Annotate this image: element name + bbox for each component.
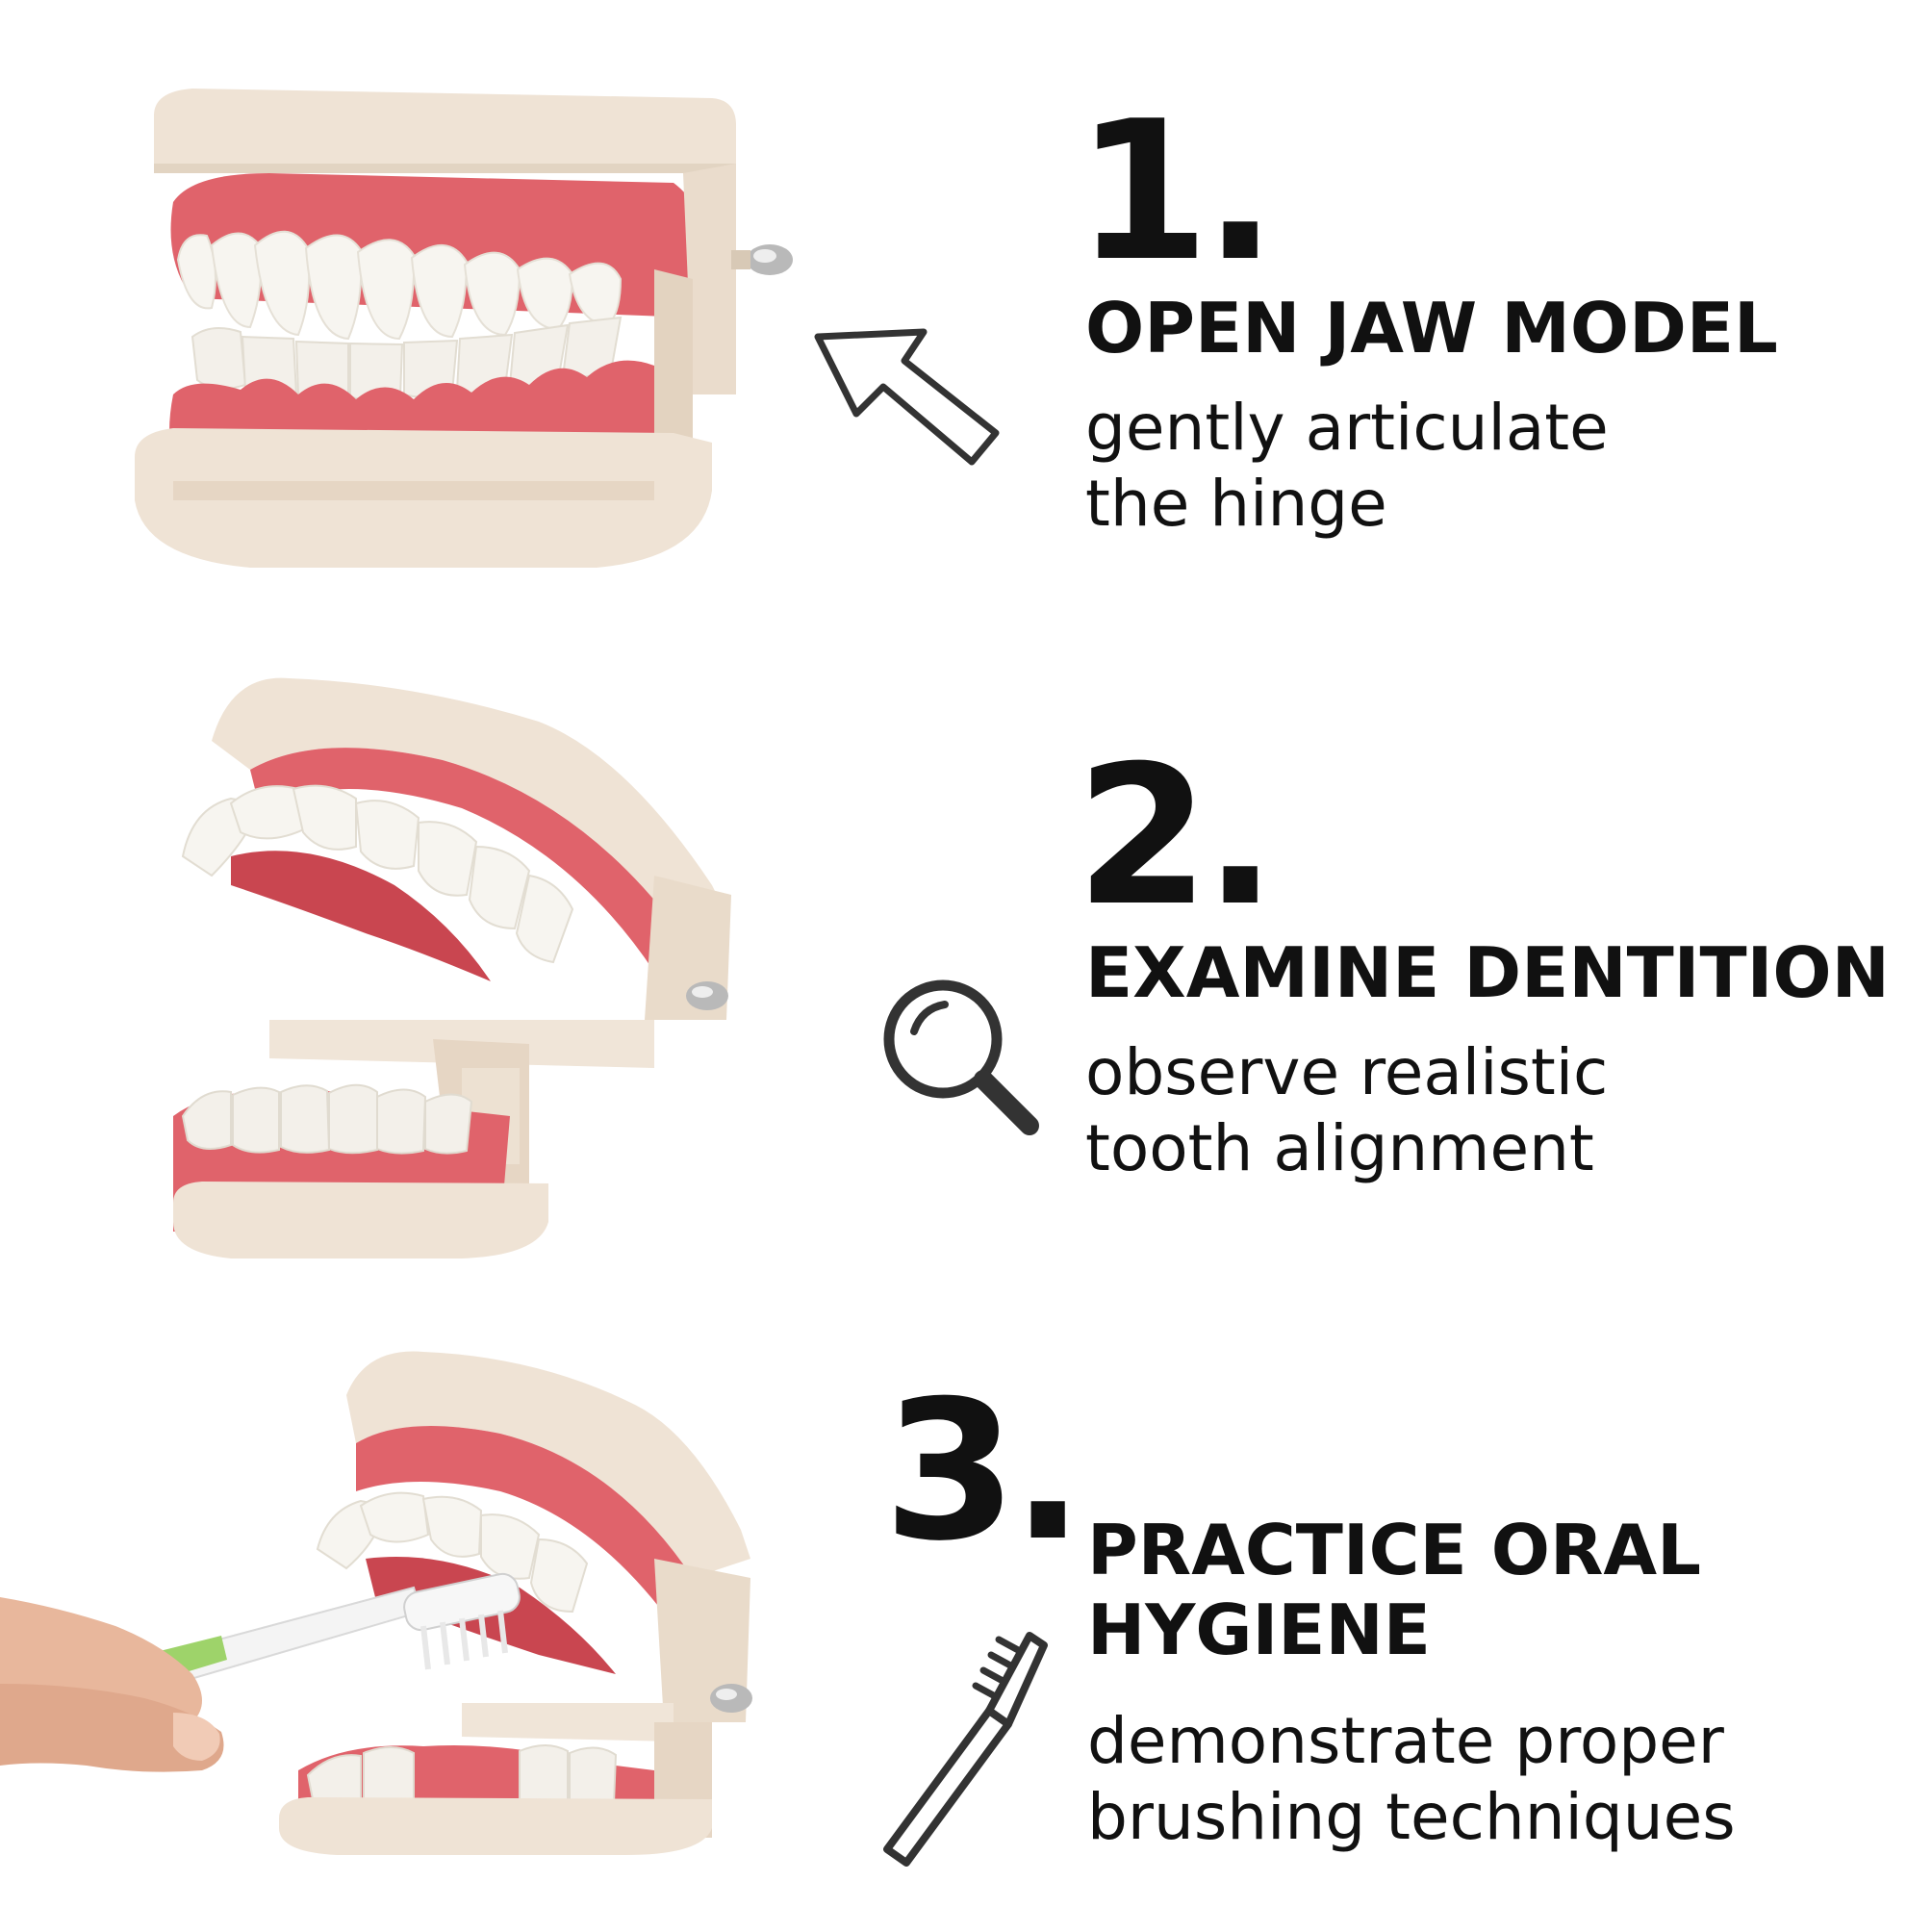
step-3-title-line: PRACTICE ORAL	[1087, 1510, 1702, 1590]
step-3-subtitle: demonstrate proper brushing techniques	[1087, 1703, 1736, 1855]
step-1-title: OPEN JAW MODEL	[1085, 289, 1778, 369]
open-jaw-model-image	[173, 677, 731, 1258]
step-3-subtitle-line: demonstrate proper	[1087, 1704, 1724, 1778]
step-2-subtitle: observe realistic tooth alignment	[1085, 1034, 1608, 1186]
step-3-subtitle-line: brushing techniques	[1087, 1780, 1736, 1855]
toothbrush-demo-image	[0, 1351, 752, 1855]
arrow-up-left-icon	[814, 328, 1000, 466]
toothbrush-icon	[883, 1632, 1048, 1867]
closed-jaw-model-image	[135, 89, 793, 568]
step-2-title-line: EXAMINE DENTITION	[1085, 932, 1890, 1013]
step-1-title-line: OPEN JAW MODEL	[1085, 288, 1778, 369]
step-3-number: 3.	[883, 1360, 1084, 1584]
step-3-title-line: HYGIENE	[1087, 1589, 1431, 1670]
step-1-subtitle: gently articulate the hinge	[1085, 390, 1609, 542]
step-3-title: PRACTICE ORAL HYGIENE	[1087, 1511, 1701, 1670]
step-2-title: EXAMINE DENTITION	[1085, 933, 1890, 1013]
step-1-number: 1.	[1076, 80, 1277, 304]
step-1-subtitle-line: the hinge	[1085, 467, 1387, 542]
step-2-subtitle-line: observe realistic	[1085, 1035, 1609, 1109]
magnifier-icon	[883, 979, 1039, 1135]
step-2-subtitle-line: tooth alignment	[1085, 1111, 1594, 1186]
step-2-number: 2.	[1076, 724, 1277, 949]
step-1-subtitle-line: gently articulate	[1085, 391, 1609, 465]
